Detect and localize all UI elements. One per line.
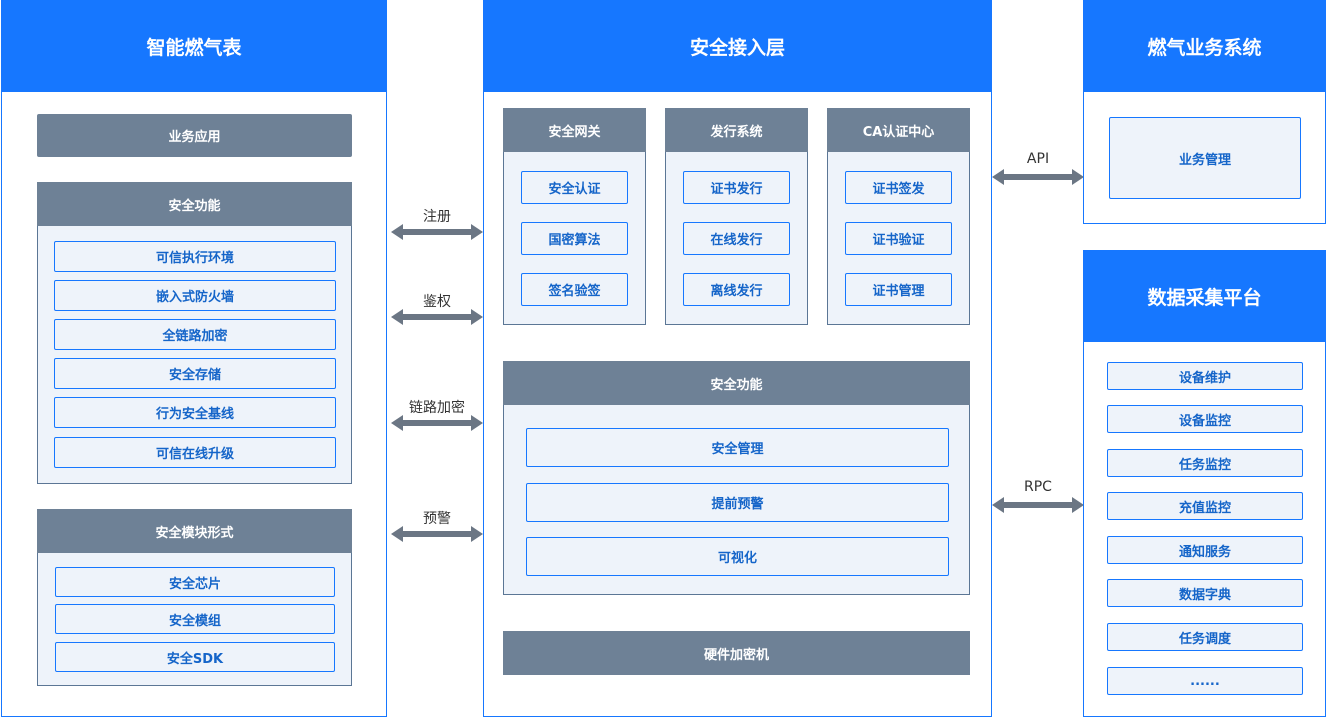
meter-function-item: 嵌入式防火墙	[54, 280, 336, 311]
bidirectional-arrow-icon	[391, 415, 483, 431]
business-management-item: 业务管理	[1109, 117, 1301, 199]
smart-meter-panel: 智能燃气表 业务应用 安全功能 可信执行环境 嵌入式防火墙 全链路加密 安全存储…	[1, 0, 387, 717]
gateway-item: 国密算法	[521, 222, 628, 255]
meter-module-item: 安全SDK	[55, 642, 335, 672]
issuing-item: 证书发行	[683, 171, 790, 204]
data-platform-item: 通知服务	[1107, 536, 1303, 564]
ca-item: 证书验证	[845, 222, 952, 255]
data-platform-item: 设备监控	[1107, 405, 1303, 433]
gateway-item: 签名验签	[521, 273, 628, 306]
ca-center-title: CA认证中心	[827, 108, 970, 152]
data-platform-item: ......	[1107, 667, 1303, 695]
data-platform-panel: 数据采集平台 设备维护 设备监控 任务监控 充值监控 通知服务 数据字典 任务调…	[1083, 250, 1326, 717]
meter-function-item: 安全存储	[54, 358, 336, 389]
access-function-item: 安全管理	[526, 428, 949, 467]
hardware-encryptor-bar: 硬件加密机	[503, 631, 970, 675]
ca-center-group: CA认证中心 证书签发 证书验证 证书管理	[827, 108, 970, 325]
arrow-label-rpc: RPC	[1024, 479, 1052, 495]
arrow-label-register: 注册	[423, 209, 451, 225]
bidirectional-arrow-icon	[992, 169, 1084, 185]
meter-security-modules-group: 安全模块形式 安全芯片 安全模组 安全SDK	[37, 509, 352, 686]
access-function-item: 提前预警	[526, 483, 949, 522]
arrow-label-link-encryption: 链路加密	[409, 400, 465, 416]
data-platform-item: 任务监控	[1107, 449, 1303, 477]
gas-business-title: 燃气业务系统	[1084, 1, 1325, 92]
access-security-functions-title: 安全功能	[503, 361, 970, 405]
bidirectional-arrow-icon	[992, 497, 1084, 513]
data-platform-item: 设备维护	[1107, 362, 1303, 390]
meter-security-modules-title: 安全模块形式	[37, 509, 352, 553]
meter-module-item: 安全模组	[55, 604, 335, 634]
gateway-item: 安全认证	[521, 171, 628, 204]
data-platform-title: 数据采集平台	[1084, 251, 1325, 342]
issuing-system-group: 发行系统 证书发行 在线发行 离线发行	[665, 108, 808, 325]
data-platform-item: 任务调度	[1107, 623, 1303, 651]
arrow-label-api: API	[1026, 151, 1050, 167]
smart-meter-title: 智能燃气表	[2, 1, 386, 92]
meter-security-functions-group: 安全功能 可信执行环境 嵌入式防火墙 全链路加密 安全存储 行为安全基线 可信在…	[37, 182, 352, 484]
issuing-system-title: 发行系统	[665, 108, 808, 152]
data-platform-item: 充值监控	[1107, 492, 1303, 520]
gas-business-panel: 燃气业务系统 业务管理	[1083, 0, 1326, 224]
bidirectional-arrow-icon	[391, 224, 483, 240]
issuing-item: 在线发行	[683, 222, 790, 255]
bidirectional-arrow-icon	[391, 309, 483, 325]
gateway-title: 安全网关	[503, 108, 646, 152]
meter-function-item: 可信在线升级	[54, 437, 336, 468]
data-platform-item: 数据字典	[1107, 579, 1303, 607]
meter-function-item: 行为安全基线	[54, 397, 336, 428]
gateway-group: 安全网关 安全认证 国密算法 签名验签	[503, 108, 646, 325]
meter-module-item: 安全芯片	[55, 567, 335, 597]
issuing-item: 离线发行	[683, 273, 790, 306]
ca-item: 证书签发	[845, 171, 952, 204]
ca-item: 证书管理	[845, 273, 952, 306]
access-security-functions-group: 安全功能 安全管理 提前预警 可视化	[503, 361, 970, 595]
meter-function-item: 全链路加密	[54, 319, 336, 350]
access-function-item: 可视化	[526, 537, 949, 576]
access-layer-title: 安全接入层	[484, 1, 991, 92]
arrow-label-warning: 预警	[423, 511, 451, 527]
access-layer-panel: 安全接入层 安全网关 安全认证 国密算法 签名验签 发行系统 证书发行 在线发行…	[483, 0, 992, 717]
meter-function-item: 可信执行环境	[54, 241, 336, 272]
bidirectional-arrow-icon	[391, 526, 483, 542]
meter-security-functions-title: 安全功能	[37, 182, 352, 226]
business-app-bar: 业务应用	[37, 114, 352, 157]
arrow-label-auth: 鉴权	[423, 294, 451, 310]
